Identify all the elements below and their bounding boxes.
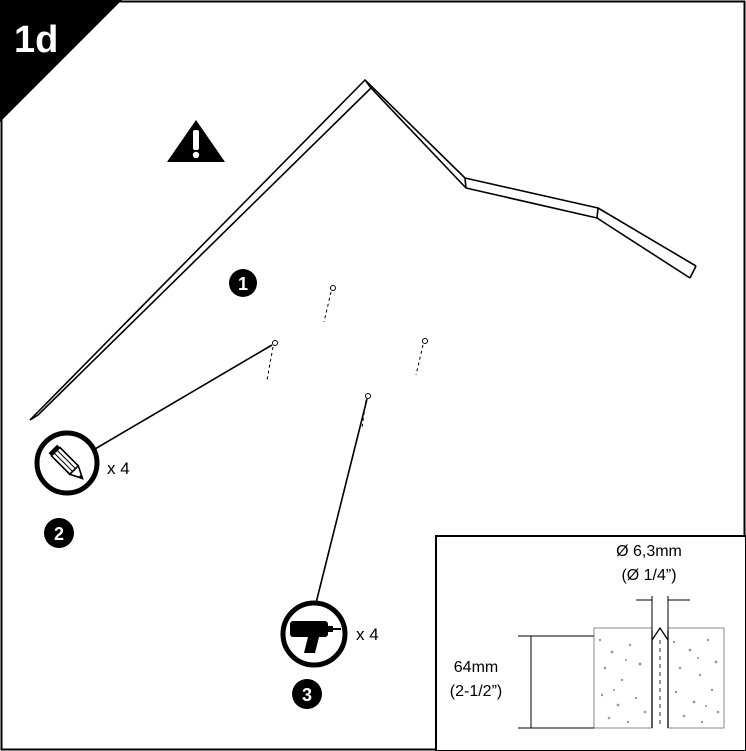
drill-icon [280, 600, 348, 668]
hole-mark [330, 285, 336, 291]
concrete-block [593, 627, 725, 729]
drill-quantity: x 4 [356, 625, 379, 644]
leader-line-pencil [94, 344, 273, 450]
marker-3: 3 [292, 679, 322, 709]
diameter-metric: Ø 6,3mm [616, 543, 682, 560]
detail-inset: Ø 6,3mm (Ø 1/4”) [435, 535, 746, 751]
diameter-imperial: (Ø 1/4”) [621, 567, 676, 584]
hole-mark [272, 340, 278, 346]
shelf-outline [29, 79, 697, 421]
pencil-icon [34, 430, 100, 496]
depth-imperial: (2-1/2”) [450, 683, 502, 700]
depth-metric: 64mm [454, 659, 498, 676]
pencil-quantity: x 4 [107, 459, 130, 478]
hole-marks [266, 285, 428, 429]
marker-3-label: 3 [302, 685, 312, 705]
warning-icon [167, 120, 225, 162]
leader-line-drill [315, 398, 368, 604]
marker-1-label: 1 [238, 274, 248, 294]
hole-mark [365, 393, 371, 399]
drill-hole [651, 626, 669, 728]
marker-2-label: 2 [54, 524, 64, 544]
marker-2: 2 [44, 518, 74, 548]
step-badge: 1d [0, 0, 122, 122]
step-label: 1d [14, 19, 58, 61]
depth-dimension [518, 635, 594, 729]
hole-mark [422, 338, 428, 344]
diameter-dimension [636, 596, 690, 630]
marker-1: 1 [229, 269, 257, 297]
